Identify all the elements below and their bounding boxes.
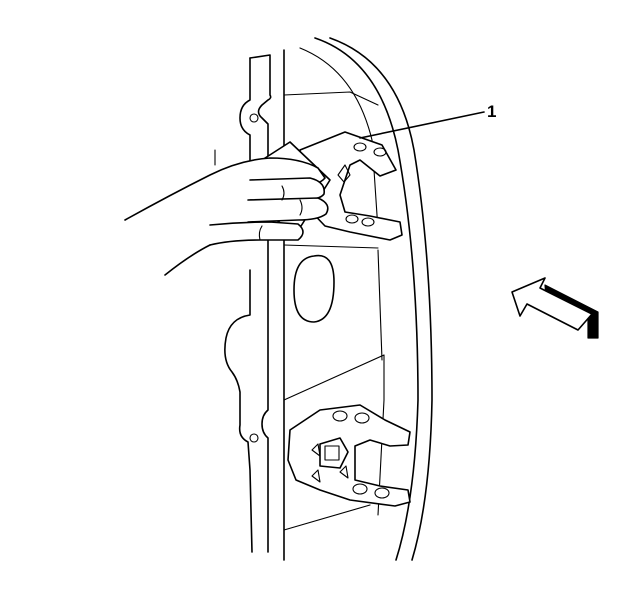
door-frame bbox=[224, 37, 433, 561]
callout-1: 1 bbox=[359, 102, 496, 139]
lower-hinge bbox=[287, 404, 411, 507]
view-direction-arrow bbox=[511, 277, 599, 339]
hand-with-template bbox=[124, 141, 331, 276]
callout-1-label: 1 bbox=[487, 102, 496, 121]
